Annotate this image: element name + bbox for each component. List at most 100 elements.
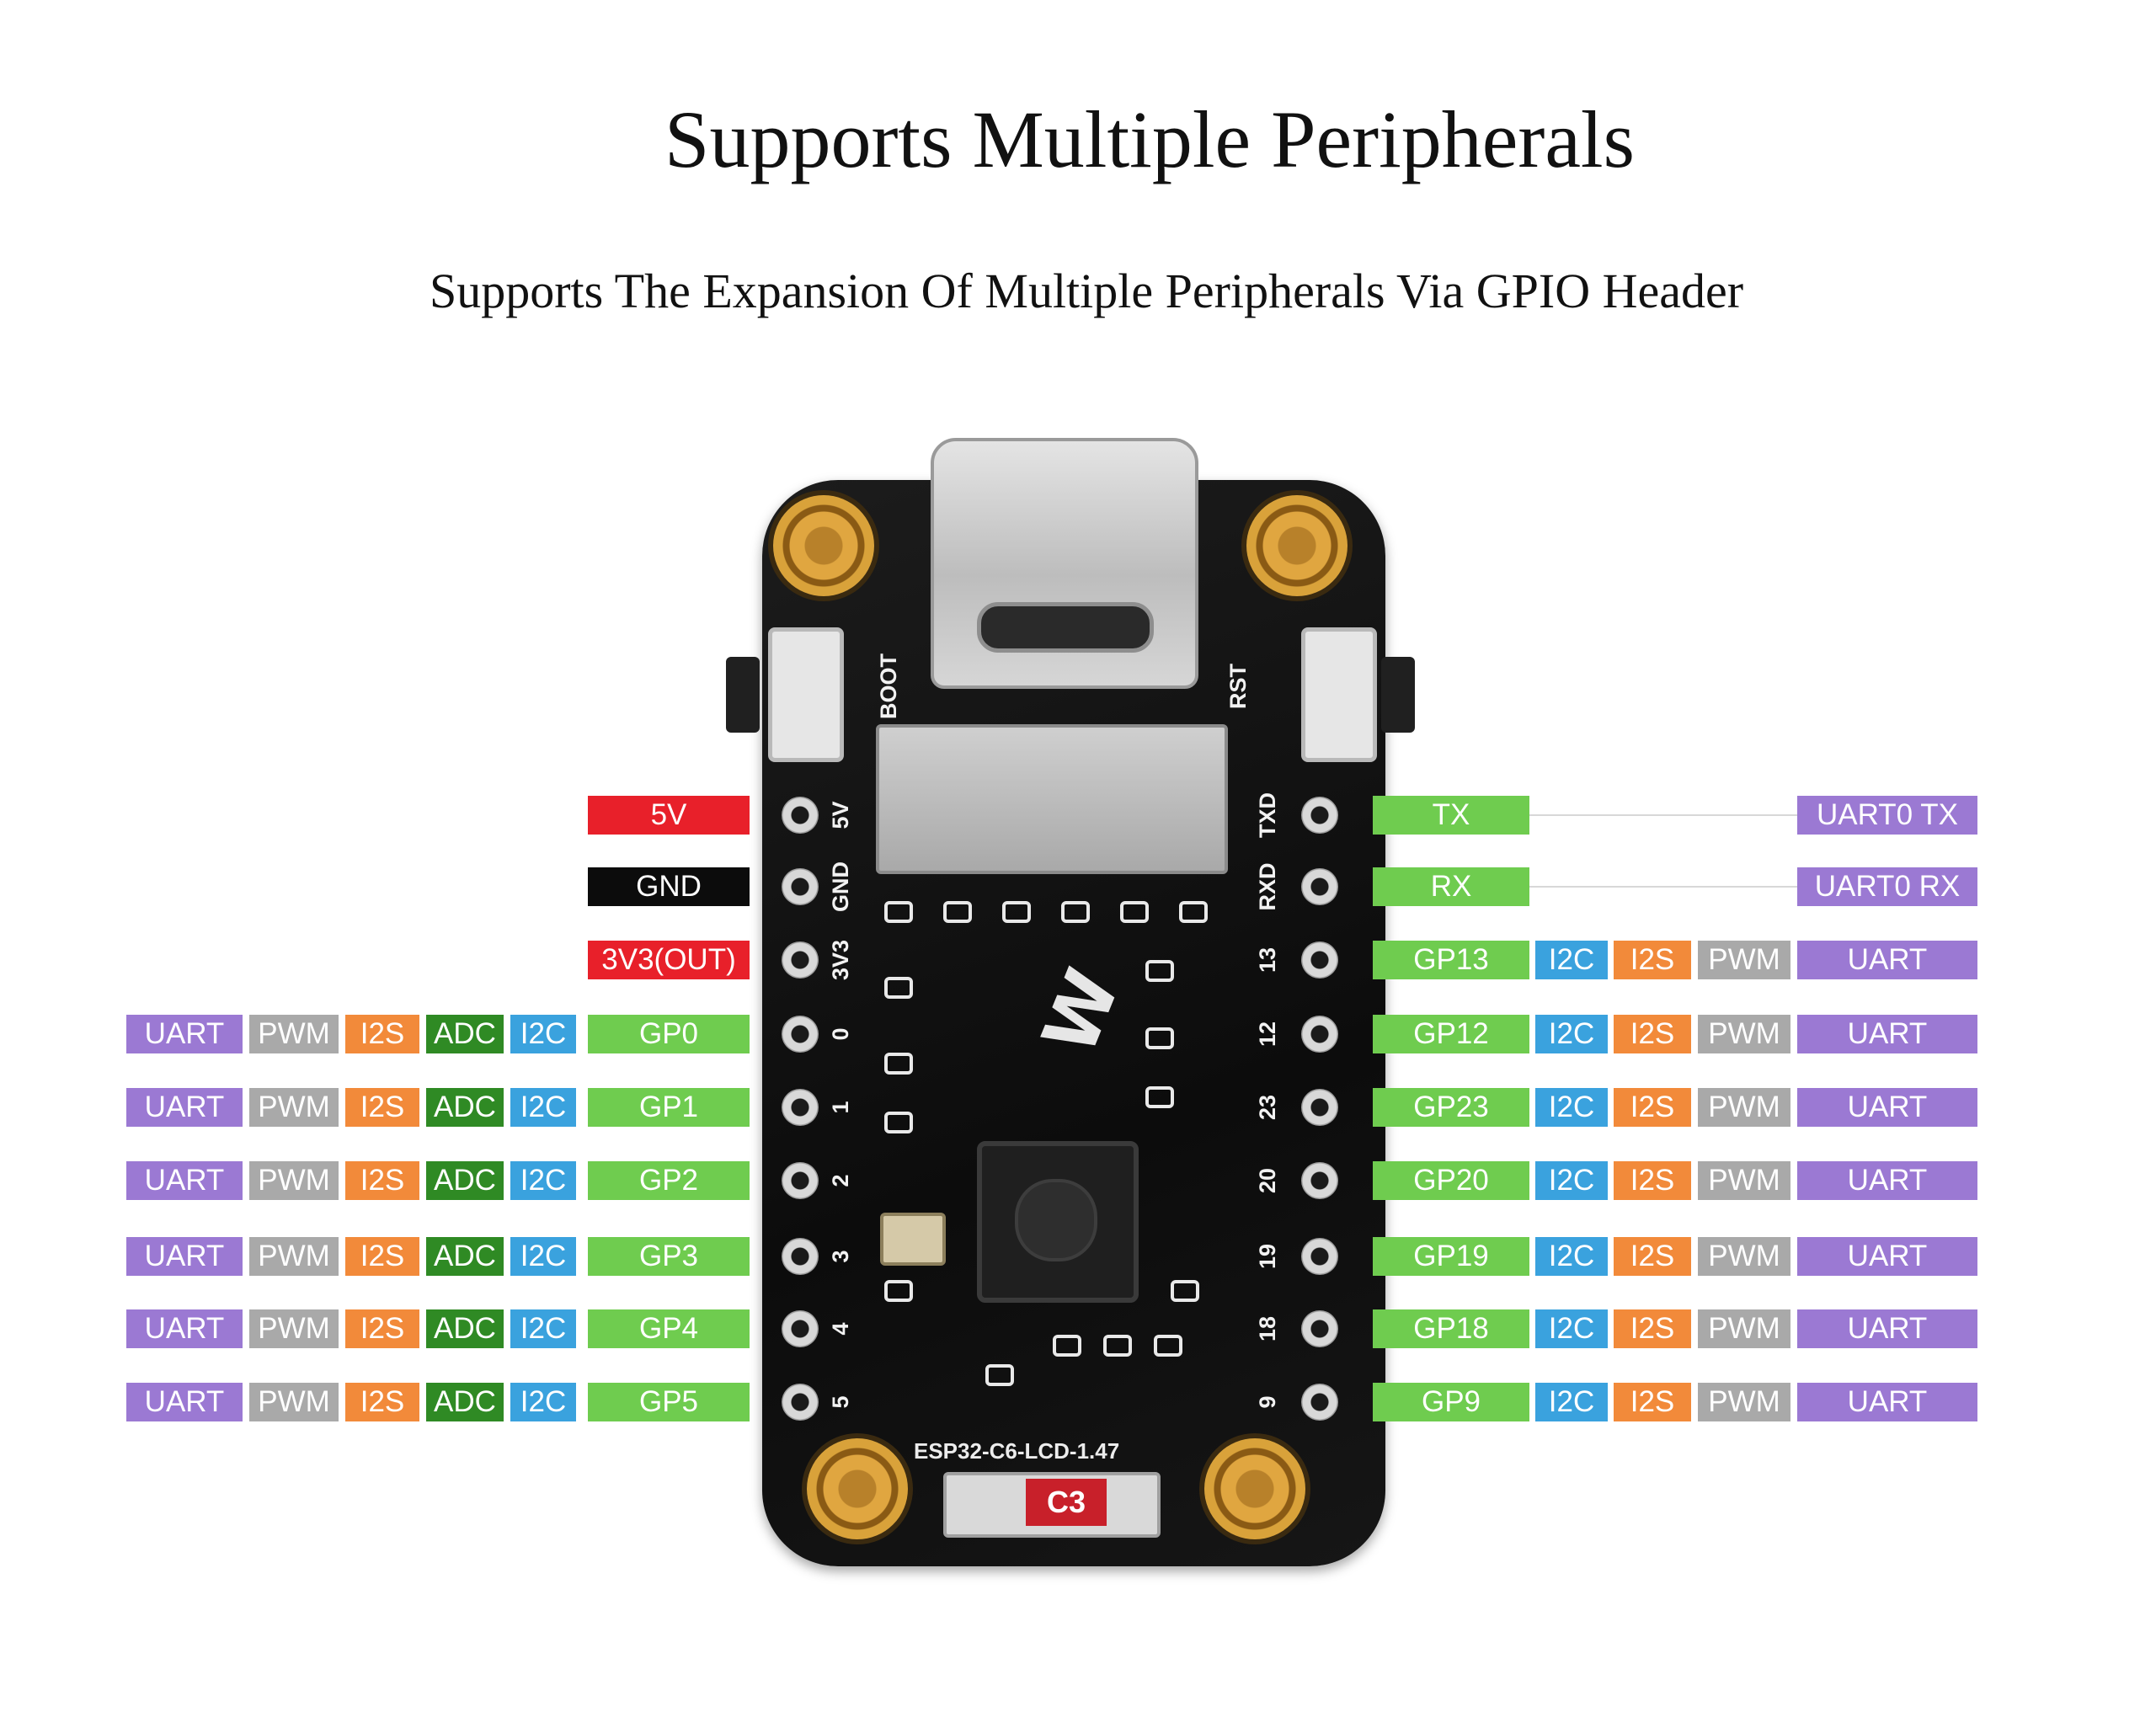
function-tag-pwm: PWM [249, 1088, 339, 1127]
function-tag-uart: UART [1797, 1015, 1977, 1053]
function-tag-pwm: PWM [249, 1383, 339, 1421]
silk-component [1103, 1335, 1132, 1357]
pin-label-3v3-out: 3V3(OUT) [588, 941, 750, 979]
silk-component [1179, 901, 1208, 923]
function-tag-uart: UART [126, 1015, 243, 1053]
silk-component [1154, 1335, 1182, 1357]
pin-label-5v: 5V [588, 796, 750, 835]
pin-label-tx: TX [1373, 796, 1529, 835]
rst-button [1301, 627, 1377, 762]
function-tag-i2c: I2C [510, 1383, 576, 1421]
silk-component [884, 977, 913, 999]
function-tag-i2s: I2S [1614, 1161, 1691, 1200]
function-tag-i2c: I2C [510, 1237, 576, 1276]
header-pin-right [1301, 797, 1338, 834]
header-pin-right [1301, 1089, 1338, 1126]
function-tag-uart: UART [1797, 1161, 1977, 1200]
function-tag-adc: ADC [426, 1015, 504, 1053]
leader-line [1529, 886, 1797, 888]
function-tag-adc: ADC [426, 1383, 504, 1421]
function-tag-uart: UART [126, 1383, 243, 1421]
pin-label-rx: RX [1373, 867, 1529, 906]
silk-component [884, 1280, 913, 1302]
rst-silk-label: RST [1225, 648, 1251, 724]
silk-component [1145, 960, 1174, 982]
leader-line [1529, 814, 1797, 816]
function-tag-pwm: PWM [1698, 941, 1790, 979]
silk-label-right: 12 [1255, 996, 1280, 1072]
function-tag-i2c: I2C [510, 1309, 576, 1348]
pin-label-gp20: GP20 [1373, 1161, 1529, 1200]
function-tag-uart: UART [1797, 941, 1977, 979]
silk-component [1061, 901, 1090, 923]
function-tag-i2s: I2S [1614, 1088, 1691, 1127]
pin-label-gp2: GP2 [588, 1161, 750, 1200]
mounting-hole-bottom-right [1204, 1438, 1305, 1539]
header-pin-left [782, 941, 819, 979]
function-tag-uart: UART [126, 1237, 243, 1276]
silk-label-left: GND [828, 849, 853, 925]
function-tag-i2s: I2S [1614, 1309, 1691, 1348]
function-tag-i2c: I2C [1535, 1383, 1608, 1421]
pin-label-gp18: GP18 [1373, 1309, 1529, 1348]
header-pin-left [782, 1089, 819, 1126]
silk-label-right: TXD [1255, 777, 1280, 853]
function-tag-adc: ADC [426, 1237, 504, 1276]
function-tag-pwm: PWM [1698, 1383, 1790, 1421]
function-tag-uart: UART [126, 1088, 243, 1127]
function-tag-uart: UART [1797, 1383, 1977, 1421]
function-tag-i2s: I2S [345, 1383, 419, 1421]
function-tag-adc: ADC [426, 1088, 504, 1127]
function-tag-pwm: PWM [249, 1237, 339, 1276]
mounting-hole-top-right [1246, 495, 1348, 596]
silk-label-right: 20 [1255, 1143, 1280, 1219]
silk-label-right: 13 [1255, 922, 1280, 998]
silk-component [1145, 1086, 1174, 1108]
silk-label-right: 9 [1255, 1364, 1280, 1440]
function-tag-i2s: I2S [345, 1309, 419, 1348]
silk-label-left: 3 [828, 1219, 853, 1294]
usb-c-port [977, 602, 1154, 653]
function-tag-uart: UART [126, 1161, 243, 1200]
pin-label-gp23: GP23 [1373, 1088, 1529, 1127]
silk-component [1053, 1335, 1081, 1357]
function-tag-pwm: PWM [1698, 1237, 1790, 1276]
header-pin-right [1301, 1162, 1338, 1199]
rst-button-cap [1381, 657, 1415, 733]
function-tag-pwm: PWM [249, 1015, 339, 1053]
function-tag-i2c: I2C [1535, 1088, 1608, 1127]
silk-component [884, 1053, 913, 1075]
function-tag-uart: UART [1797, 1088, 1977, 1127]
pin-label-gp5: GP5 [588, 1383, 750, 1421]
mounting-hole-top-left [773, 495, 874, 596]
boot-button-cap [726, 657, 760, 733]
silk-component [943, 901, 972, 923]
header-pin-right [1301, 941, 1338, 979]
silk-label-left: 2 [828, 1143, 853, 1219]
sd-card-slot [876, 724, 1228, 874]
crystal-oscillator [880, 1213, 946, 1266]
function-tag-pwm: PWM [1698, 1088, 1790, 1127]
silk-label-right: 19 [1255, 1219, 1280, 1294]
function-tag-i2s: I2S [345, 1161, 419, 1200]
silk-label-left: 4 [828, 1291, 853, 1367]
chip-logo-mark [1015, 1179, 1097, 1261]
function-tag-i2c: I2C [1535, 1309, 1608, 1348]
boot-button [768, 627, 844, 762]
c3-label: C3 [1026, 1479, 1107, 1526]
function-tag-i2c: I2C [510, 1088, 576, 1127]
header-pin-right [1301, 1238, 1338, 1275]
silk-label-right: RXD [1255, 849, 1280, 925]
function-tag-uart: UART [1797, 1237, 1977, 1276]
header-pin-left [782, 868, 819, 905]
header-pin-left [782, 1384, 819, 1421]
header-pin-right [1301, 1310, 1338, 1347]
function-tag-i2s: I2S [345, 1088, 419, 1127]
header-pin-left [782, 1016, 819, 1053]
board-model-label: ESP32-C6-LCD-1.47 [914, 1438, 1119, 1464]
silk-component [1171, 1280, 1199, 1302]
function-tag-uart0-rx: UART0 RX [1797, 867, 1977, 906]
function-tag-i2s: I2S [1614, 1015, 1691, 1053]
header-pin-left [782, 797, 819, 834]
pin-label-gp13: GP13 [1373, 941, 1529, 979]
